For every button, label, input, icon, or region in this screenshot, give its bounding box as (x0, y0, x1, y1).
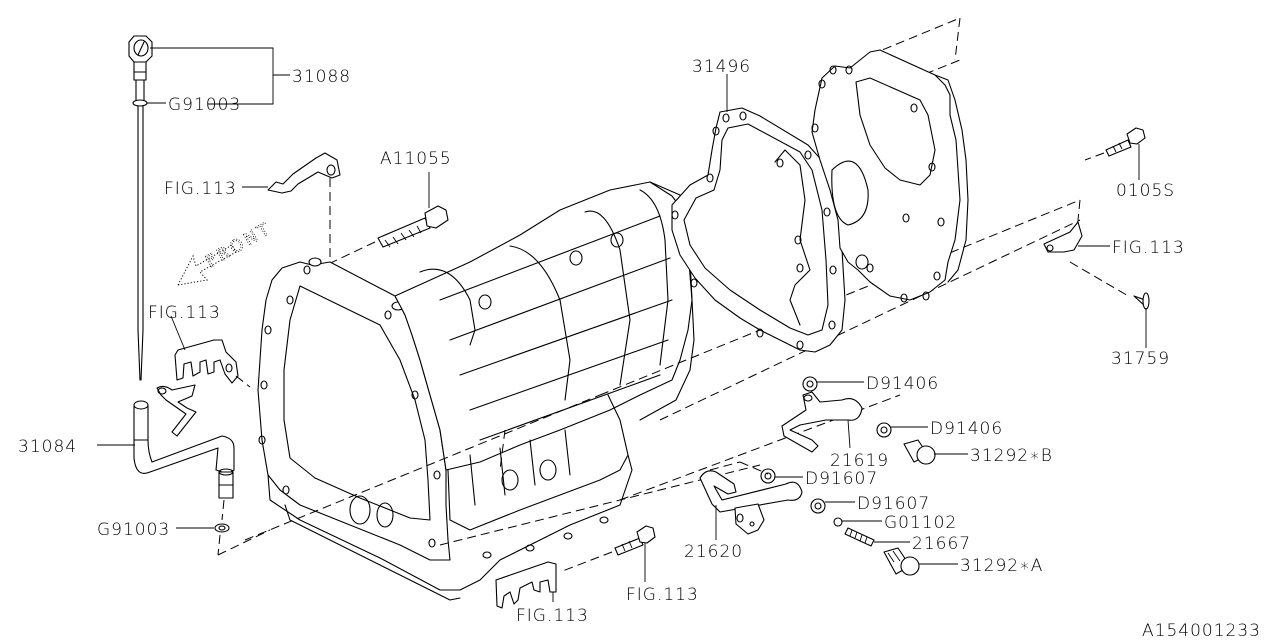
label-31759[interactable]: 31759 (1111, 349, 1170, 369)
assembly-line (235, 375, 251, 388)
label-d91406-2[interactable]: D91406 (930, 419, 1003, 439)
dipstick-o-ring[interactable] (132, 99, 148, 107)
assembly-line (1077, 199, 1081, 221)
assembly-line (217, 529, 271, 556)
assembly-line (619, 394, 901, 501)
front-direction-label: FRONT (203, 218, 276, 272)
pipe-21620-part[interactable] (699, 470, 803, 535)
label-a11055[interactable]: A11055 (380, 149, 452, 169)
washer-d91406-1-part[interactable] (802, 376, 818, 392)
callout-leader-fig-left (170, 315, 186, 351)
assembly-line (739, 461, 769, 475)
figure-id: A154001233 (1142, 621, 1261, 640)
label-d91607-2[interactable]: D91607 (857, 494, 930, 514)
label-31084[interactable]: 31084 (18, 437, 77, 457)
label-d91607-1[interactable]: D91607 (805, 469, 878, 489)
pipe-o-ring-part[interactable] (214, 523, 230, 533)
bracket-top-part[interactable] (267, 152, 341, 194)
gasket-31496-part[interactable] (671, 107, 846, 353)
assembly-line (221, 499, 225, 521)
bolt-0105s-part[interactable] (1105, 127, 1146, 157)
label-31292a[interactable]: 31292∗A (960, 556, 1043, 576)
label-31496[interactable]: 31496 (692, 57, 751, 77)
callout-leader-31088 (150, 47, 274, 105)
bracket-right-part[interactable] (1043, 221, 1083, 253)
label-0105s[interactable]: 0105S (1116, 181, 1175, 201)
assembly-line (1084, 152, 1105, 161)
assembly-line (954, 17, 961, 61)
washer-d91406-2-part[interactable] (876, 422, 892, 438)
oil-pipe-part[interactable] (133, 384, 235, 499)
label-fig113-left[interactable]: FIG.113 (148, 303, 221, 323)
label-g91003-top[interactable]: G91003 (168, 95, 241, 115)
assembly-line (869, 17, 961, 56)
bolt-bottom-part[interactable] (614, 525, 656, 556)
washer-d91607-1-part[interactable] (760, 468, 776, 484)
label-d91406-1[interactable]: D91406 (866, 374, 939, 394)
pipe-21619-part[interactable] (781, 391, 863, 453)
label-fig113-top[interactable]: FIG.113 (164, 179, 237, 199)
label-31292b[interactable]: 31292∗B (970, 446, 1053, 466)
assembly-line (499, 429, 506, 471)
washer-d91607-2-part[interactable] (810, 498, 826, 514)
assembly-line (217, 534, 221, 556)
label-21619[interactable]: 21619 (830, 451, 889, 471)
label-21667[interactable]: 21667 (912, 534, 971, 554)
callout-leader-21619 (847, 419, 851, 449)
assembly-line (244, 394, 601, 541)
assembly-line (1069, 261, 1131, 298)
assembly-line (709, 461, 741, 471)
label-g91003-bottom[interactable]: G91003 (97, 520, 170, 540)
label-fig113-right[interactable]: FIG.113 (1112, 238, 1185, 258)
case-bolt-part[interactable] (377, 205, 449, 248)
plug-31292a-part[interactable] (883, 547, 920, 576)
bracket-bottom-part[interactable] (495, 561, 557, 609)
assembly-line (659, 219, 1081, 421)
label-fig113-bolt-bottom[interactable]: FIG.113 (626, 585, 699, 605)
label-g01102[interactable]: G01102 (884, 513, 957, 533)
spring-21667-part[interactable] (844, 527, 875, 547)
plug-31292b-part[interactable] (903, 439, 936, 465)
extension-housing-part[interactable] (811, 49, 969, 303)
dipstick-part[interactable] (128, 35, 153, 381)
ball-g01102-part[interactable] (833, 517, 843, 527)
plug-31759-part[interactable] (1133, 292, 1150, 310)
bracket-left-part[interactable] (174, 339, 239, 384)
assembly-line (559, 551, 613, 573)
label-fig113-bracket-bottom[interactable]: FIG.113 (516, 606, 589, 626)
label-21620[interactable]: 21620 (684, 542, 743, 562)
label-31088[interactable]: 31088 (292, 67, 351, 87)
transmission-case-part[interactable] (257, 181, 695, 601)
